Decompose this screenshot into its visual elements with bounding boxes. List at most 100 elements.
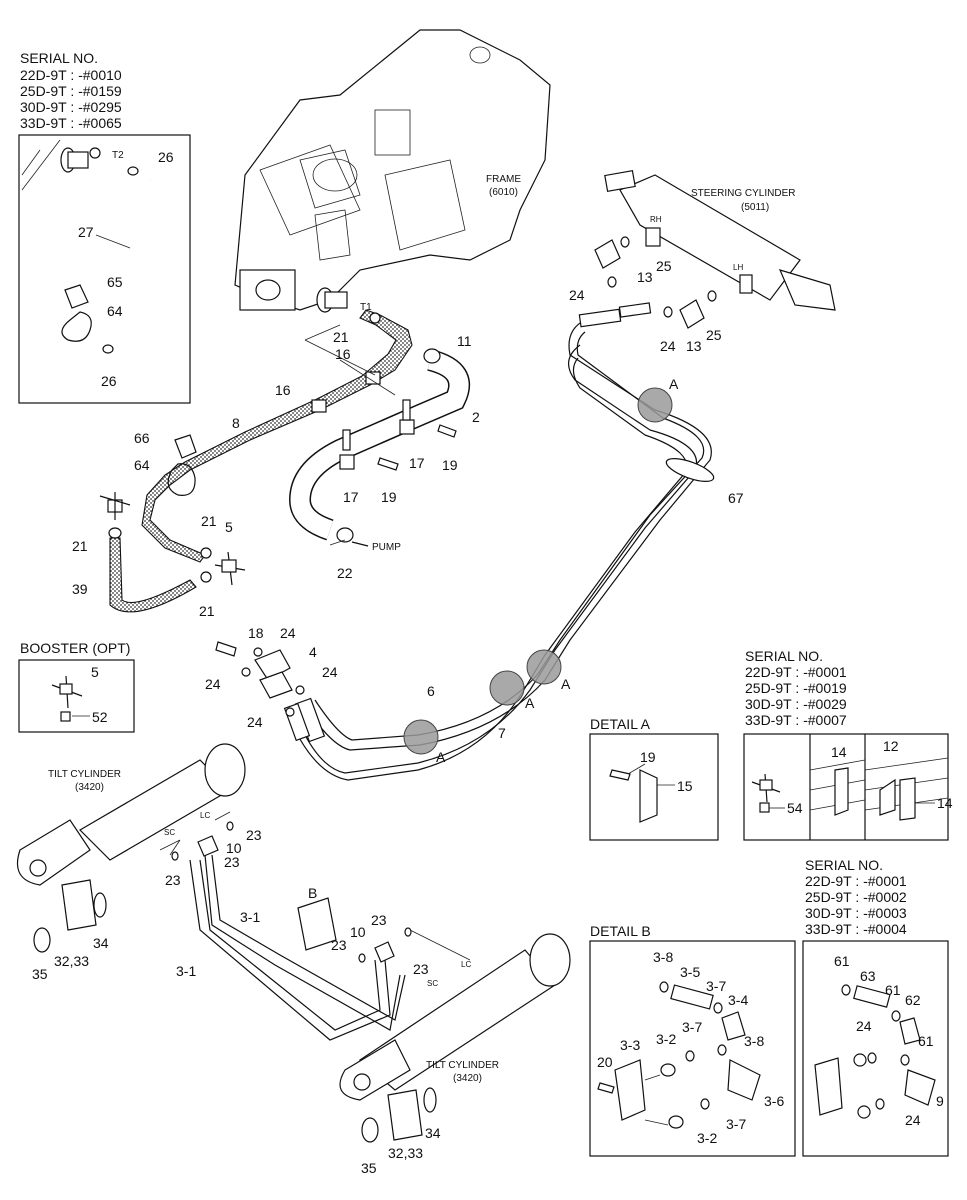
tilt-hoses [159,811,471,1041]
serial-line: 33D-9T : -#0004 [805,921,907,937]
clamp-16 [365,371,381,385]
detail-a-marker [489,670,525,706]
frame-edge [21,139,61,191]
callout-14: 14 [831,744,847,760]
plug-52 [60,711,71,722]
callout-3-1: 3-1 [240,909,260,925]
callout-13: 13 [686,338,702,354]
clamp-11 [423,348,441,364]
callout-20: 20 [597,1054,613,1070]
detail-a-marker [403,719,439,755]
o-ring-24 [875,1098,885,1110]
port-rh [645,227,661,247]
callout-21: 21 [72,538,88,554]
o-ring-24 [295,685,305,695]
port-label-sc: SC [164,828,175,837]
frame-hole [312,158,358,192]
callout-3-8: 3-8 [744,1033,764,1049]
tee-fitting-arms [99,492,131,520]
serial-line: 22D-9T : -#0010 [20,67,122,83]
booster-frame [18,659,135,733]
cylinder-rod-end [16,819,91,886]
o-ring-3-8 [717,1044,727,1056]
clamp-21 [200,571,212,583]
clamp-21 [200,547,212,559]
hose-27-fill [45,176,183,349]
elbow-9 [904,1069,936,1106]
callout-32-33: 32,33 [54,953,89,969]
serial-block-top: SERIAL NO. 22D-9T : -#0010 25D-9T : -#01… [20,50,122,131]
callout-24: 24 [905,1112,921,1128]
bushing-32-33 [387,1089,423,1141]
detail-b-frame [589,940,796,1157]
callout-3-7: 3-7 [682,1019,702,1035]
callout-67: 67 [728,490,744,506]
o-ring-23 [358,953,366,963]
callout-16: 16 [335,346,351,362]
callout-3-3: 3-3 [620,1037,640,1053]
hose-27 [48,179,180,346]
detail-a-marker [637,387,673,423]
bushing-32-33 [61,879,97,931]
callout-a: A [669,376,679,392]
o-ring-23 [226,821,234,831]
seal-34 [93,892,107,918]
leader [644,1074,669,1126]
frame-code: (6010) [489,187,518,198]
leader [304,324,341,341]
bracket [814,1057,843,1116]
callout-23: 23 [246,827,262,843]
hose-end [618,302,652,318]
hose-3-1-inner [211,854,406,1021]
leader [627,763,646,775]
elbow-10 [374,941,395,963]
callout-15: 15 [677,778,693,794]
callout-5: 5 [91,664,99,680]
detail-a-marker [526,649,562,685]
bracket-3-3 [614,1059,646,1121]
frame-outline [234,29,551,311]
callout-19: 19 [381,489,397,505]
tilt-code: (3420) [453,1073,482,1084]
serial-line: 33D-9T : -#0065 [20,115,122,131]
callout-65: 65 [107,274,123,290]
bracket [402,399,411,421]
serial-line: 25D-9T : -#0159 [20,83,122,99]
pump-arrow [351,541,369,547]
o-ring-61 [891,1010,901,1022]
callout-21: 21 [201,513,217,529]
callout-3-7: 3-7 [726,1116,746,1132]
o-ring-23 [171,851,179,861]
inset-top-left: 26 T2 27 65 64 26 [18,134,191,404]
tee-body [759,779,773,791]
callout-34: 34 [93,935,109,951]
callout-24: 24 [856,1018,872,1034]
steering-lines [215,302,715,781]
callout-25: 25 [706,327,722,343]
frame-panel [259,144,361,236]
ring-35 [33,927,51,953]
nut-3-2 [668,1115,684,1129]
callout-3-8: 3-8 [653,949,673,965]
callout-7: 7 [498,725,506,741]
clamp-21 [108,527,122,539]
callout-27: 27 [78,224,94,240]
port-lh [739,274,753,294]
callout-9: 9 [936,1093,944,1109]
callout-26: 26 [101,373,117,389]
callout-35: 35 [361,1160,377,1176]
port-fitting [67,151,89,169]
callout-16: 16 [275,382,291,398]
o-ring-3-7 [713,1002,723,1014]
callout-23: 23 [331,937,347,953]
serial-low-frame [802,940,949,1157]
serial-line: 22D-9T : -#0001 [805,873,907,889]
hose-3-1 [204,854,401,1031]
tee-5-body [221,559,237,573]
o-ring-3-7 [700,1098,710,1110]
rod-eye [353,1073,371,1091]
o-ring-24 [607,276,617,288]
tank-port-body [324,291,348,309]
leader [304,339,376,376]
